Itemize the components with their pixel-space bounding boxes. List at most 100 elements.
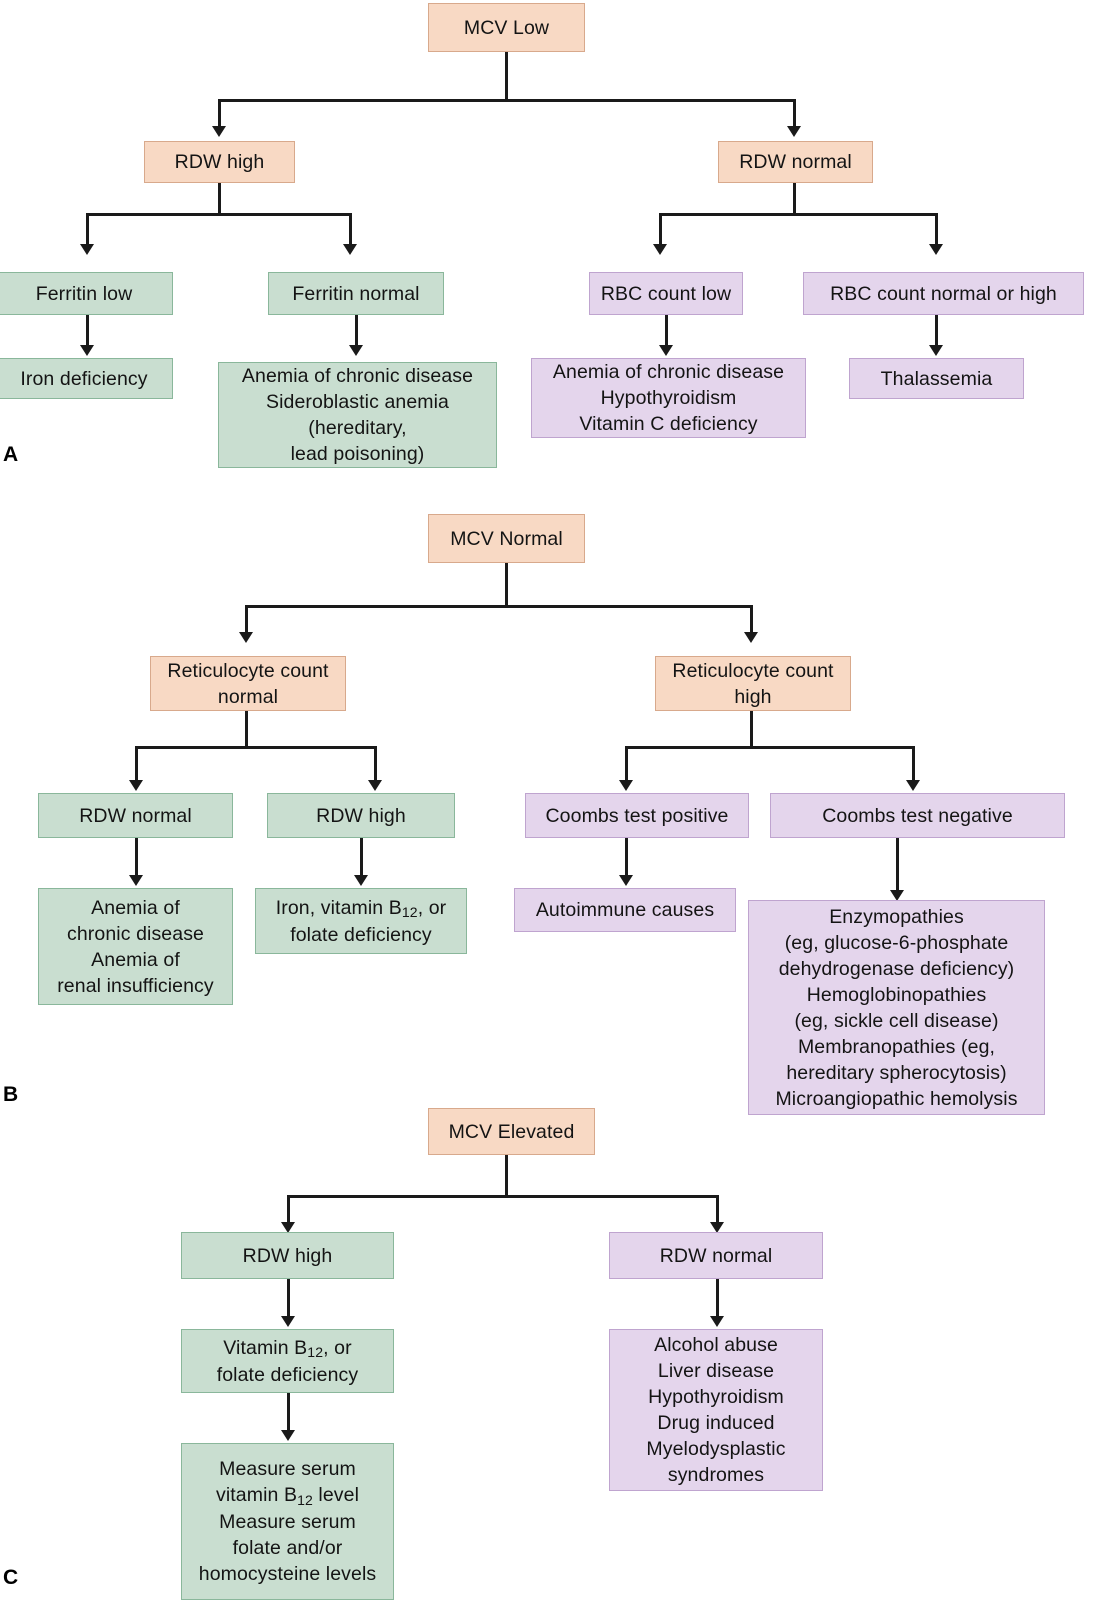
node-line: renal insufficiency: [57, 974, 214, 997]
panel-label-a: A: [3, 443, 19, 466]
node-line: chronic disease: [67, 922, 204, 945]
node-line: Alcohol abuse: [654, 1334, 778, 1356]
connector-c-root-bar: [287, 1195, 719, 1198]
node-line: Anemia of: [91, 896, 180, 919]
node-a-rbclow-causes: Anemia of chronic disease Hypothyroidism…: [531, 358, 806, 438]
arrow-b-to-retic-normal: [239, 632, 253, 643]
node-line: Liver disease: [657, 1360, 775, 1382]
node-c-vitamin-folate-deficiency: Vitamin B12, or folate deficiency: [181, 1329, 394, 1393]
connector-b-left-drop: [245, 605, 248, 633]
node-line: folate deficiency: [216, 1363, 359, 1386]
node-line: Microangiopathic hemolysis: [775, 1087, 1018, 1110]
node-line: Measure serum: [219, 1511, 356, 1533]
node-label: RDW normal: [739, 151, 852, 173]
connector-b-coombspos-to-autoimmune: [625, 838, 628, 876]
arrow-c-measure-serum: [281, 1430, 295, 1441]
node-line: Measure serum: [219, 1458, 356, 1480]
node-b-coombs-test-negative: Coombs test negative: [770, 793, 1065, 838]
node-line: normal: [217, 685, 279, 708]
node-label: Thalassemia: [880, 367, 993, 390]
node-label: RDW normal: [659, 1244, 773, 1267]
node-label: RBC count low: [600, 282, 732, 305]
node-b-iron-vitamin-folate-deficiency: Iron, vitamin B12, or folate deficiency: [255, 888, 467, 954]
node-line: Sideroblastic anemia: [265, 391, 449, 413]
node-mcv-elevated: MCV Elevated: [428, 1108, 595, 1155]
node-line: Vitamin C deficiency: [579, 413, 758, 435]
connector-a-rbcnormal-to-thal: [935, 315, 938, 346]
node-line: syndromes: [667, 1464, 765, 1486]
connector-b-coombsneg-drop: [912, 746, 915, 781]
node-label: MCV Normal: [450, 527, 563, 550]
connector-a-ferritin-normal-drop: [349, 213, 352, 245]
connector-b-rdwhigh-drop: [374, 746, 377, 781]
node-label: RDW normal: [79, 804, 192, 827]
connector-b-rdwhigh-to-iron: [360, 838, 363, 876]
node-line: Hemoglobinopathies: [806, 983, 987, 1006]
arrow-b-to-rdw-high: [368, 780, 382, 791]
node-a-rbc-count-low: RBC count low: [589, 272, 743, 315]
connector-b-root-bar: [245, 605, 753, 608]
connector-a-right-drop: [793, 99, 796, 127]
connector-c-rdwhigh-to-vitamin: [287, 1279, 290, 1317]
node-line: dehydrogenase deficiency): [778, 957, 1015, 980]
node-c-macrocytic-causes: Alcohol abuse Liver disease Hypothyroidi…: [609, 1329, 823, 1491]
connector-c-vitamin-to-measure: [287, 1393, 290, 1431]
node-line: Hypothyroidism: [648, 1386, 784, 1408]
arrow-c-to-rdw-high: [281, 1222, 295, 1233]
connector-a-rdwhigh-bar: [86, 213, 352, 216]
node-line: Membranopathies (eg,: [797, 1035, 996, 1058]
node-mcv-normal: MCV Normal: [428, 514, 585, 563]
arrow-a-sideroblastic: [349, 345, 363, 356]
node-line: Reticulocyte count: [672, 659, 834, 682]
connector-b-rdwnormal-drop: [135, 746, 138, 781]
connector-b-coombsneg-to-enzymo: [896, 838, 899, 893]
node-c-measure-serum: Measure serum vitamin B12 level Measure …: [181, 1443, 394, 1600]
connector-a-ferritinlow-to-iron: [86, 315, 89, 346]
node-a-rbc-count-normal-or-high: RBC count normal or high: [803, 272, 1084, 315]
node-line: Vitamin B12, or: [223, 1335, 351, 1362]
connector-a-ferritin-low-drop: [86, 213, 89, 245]
connector-b-root-stem: [505, 563, 508, 607]
node-line: folate and/or: [232, 1537, 343, 1559]
arrow-b-enzymopathies: [890, 890, 904, 901]
node-a-rdw-high: RDW high: [144, 141, 295, 183]
vitamin-prefix: Vitamin B: [223, 1336, 308, 1359]
arrow-a-to-ferritin-low: [80, 244, 94, 255]
node-label: MCV Low: [463, 16, 550, 39]
node-label: Ferritin normal: [292, 282, 420, 305]
connector-b-retichigh-bar: [625, 746, 915, 749]
node-line: hereditary spherocytosis): [786, 1061, 1007, 1084]
arrow-a-to-ferritin-normal: [343, 244, 357, 255]
subscript-12: 12: [307, 1344, 324, 1361]
iron-vitamin-suffix: , or: [417, 896, 447, 919]
arrow-a-to-rdw-high: [212, 126, 226, 137]
node-b-enzymopathies-causes: Enzymopathies (eg, glucose-6-phosphate d…: [748, 900, 1045, 1115]
arrow-c-alcohol-abuse: [710, 1316, 724, 1327]
arrow-a-rbclow-causes: [659, 345, 673, 356]
node-line: (hereditary,: [308, 417, 407, 439]
node-a-ferritin-normal: Ferritin normal: [268, 272, 444, 315]
connector-a-root-bar: [218, 99, 796, 102]
measure-vitamin-prefix: vitamin B: [215, 1484, 298, 1506]
node-label: Iron deficiency: [20, 367, 148, 390]
arrow-a-thalassemia: [929, 345, 943, 356]
node-label: RBC count normal or high: [830, 282, 1057, 305]
node-b-anemia-causes: Anemia of chronic disease Anemia of rena…: [38, 888, 233, 1005]
connector-c-rdwnormal-to-alcohol: [716, 1279, 719, 1317]
node-line: homocysteine levels: [198, 1563, 377, 1585]
node-line: (eg, sickle cell disease): [794, 1009, 999, 1032]
arrow-a-to-rbc-normal-high: [929, 244, 943, 255]
subscript-12: 12: [297, 1491, 313, 1508]
node-label: MCV Elevated: [448, 1120, 575, 1143]
node-a-ferritin-low: Ferritin low: [0, 272, 173, 315]
arrow-b-iron-vitamin: [354, 875, 368, 886]
node-label: RDW high: [174, 151, 265, 173]
connector-a-left-drop: [218, 99, 221, 127]
node-label: RDW high: [242, 1244, 333, 1267]
connector-b-retichigh-stem: [750, 711, 753, 748]
node-line: Anemia of chronic disease: [552, 361, 785, 383]
node-line: vitamin B12 level: [216, 1482, 359, 1509]
node-b-autoimmune-causes: Autoimmune causes: [514, 888, 736, 932]
connector-c-root-stem: [505, 1155, 508, 1197]
